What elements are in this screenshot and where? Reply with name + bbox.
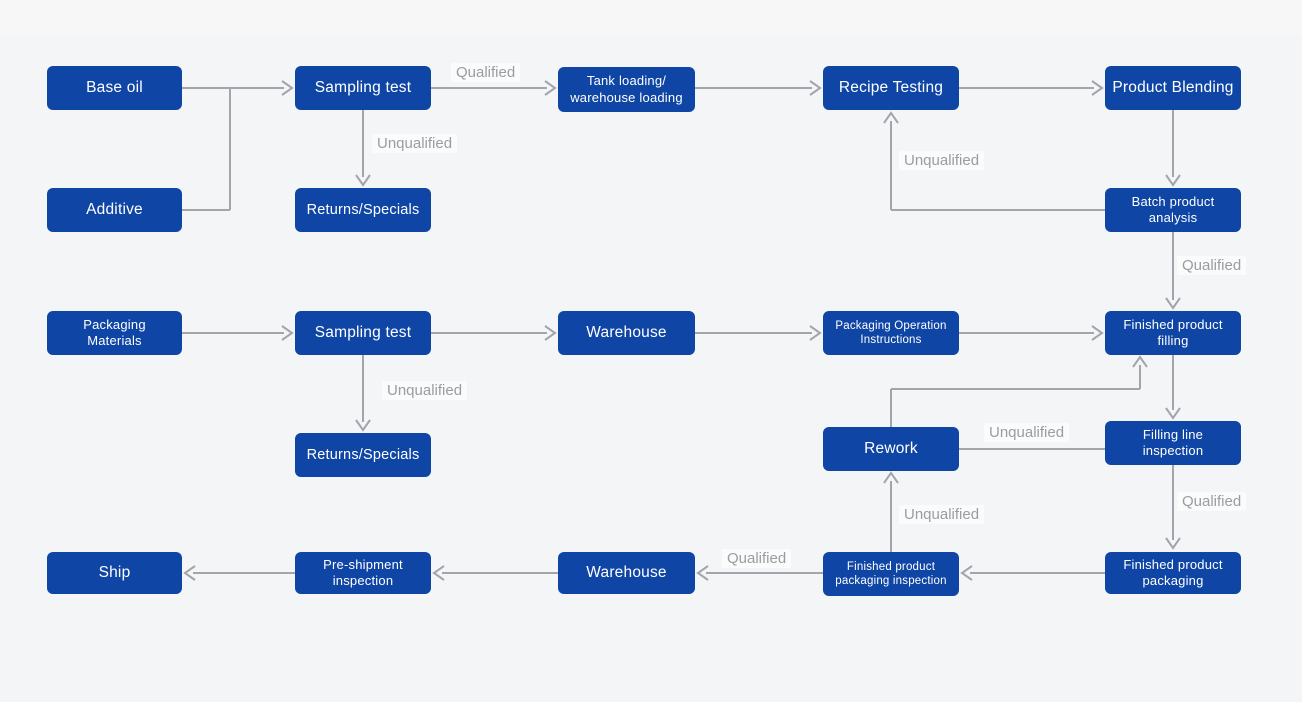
node-finished-product-filling-label: Finished product filling: [1123, 316, 1223, 348]
edge-recipe-to-blending: [959, 80, 1104, 96]
node-ship: Ship: [47, 552, 182, 594]
edge-label-unqualified-sampling1: Unqualified: [372, 134, 458, 153]
node-sampling-test-2-label: Sampling test: [314, 324, 412, 342]
edge-label-unqualified-packaging: Unqualified: [899, 505, 985, 524]
edge-tank-to-recipe: [695, 80, 822, 96]
node-warehouse-2: Warehouse: [558, 552, 695, 594]
edge-filling-to-inspection: [1165, 355, 1181, 420]
node-finished-product-packaging-inspection-label: Finished product packaging inspection: [835, 560, 947, 587]
node-batch-product-analysis-label: Batch product analysis: [1131, 193, 1215, 225]
edge-inspection-to-packaging: [1165, 465, 1181, 550]
edge-batch-to-recipe: [883, 111, 1105, 211]
node-recipe-testing: Recipe Testing: [823, 66, 959, 110]
node-finished-product-filling: Finished product filling: [1105, 311, 1241, 355]
node-batch-product-analysis: Batch product analysis: [1105, 188, 1241, 232]
node-returns-specials-2: Returns/Specials: [295, 433, 431, 477]
edge-label-qualified-packaging: Qualified: [722, 549, 792, 568]
node-product-blending: Product Blending: [1105, 66, 1241, 110]
node-rework-label: Rework: [864, 440, 918, 458]
node-warehouse-2-label: Warehouse: [586, 564, 667, 582]
edge-label-unqualified-sampling2: Unqualified: [382, 381, 468, 400]
edge-batch-to-filling: [1165, 232, 1181, 310]
edge-warehouse-to-instructions: [695, 325, 822, 341]
node-pre-shipment-inspection: Pre-shipment inspection: [295, 552, 431, 594]
edge-label-qualified-batch: Qualified: [1177, 256, 1247, 275]
edge-warehouse2-to-preshipment: [432, 565, 558, 581]
edge-label-qualified-sampling: Qualified: [451, 63, 521, 82]
node-sampling-test-1-label: Sampling test: [314, 79, 412, 97]
node-ship-label: Ship: [98, 564, 131, 582]
node-product-blending-label: Product Blending: [1112, 79, 1234, 97]
edge-sampling2-to-returns: [355, 355, 371, 432]
node-rework: Rework: [823, 427, 959, 471]
node-finished-product-packaging-label: Finished product packaging: [1123, 556, 1223, 588]
edge-packaging-to-pkginspection: [960, 565, 1105, 581]
top-band: [0, 0, 1302, 36]
node-finished-product-packaging-inspection: Finished product packaging inspection: [823, 552, 959, 596]
edge-label-qualified-filling-line: Qualified: [1177, 492, 1247, 511]
edge-preshipment-to-ship: [183, 565, 295, 581]
node-sampling-test-2: Sampling test: [295, 311, 431, 355]
node-tank-loading: Tank loading/ warehouse loading: [558, 67, 695, 112]
node-sampling-test-1: Sampling test: [295, 66, 431, 110]
node-returns-specials-1-label: Returns/Specials: [306, 201, 420, 218]
node-base-oil-label: Base oil: [86, 79, 143, 97]
node-filling-line-inspection: Filling line inspection: [1105, 421, 1241, 465]
edge-sampling1-to-returns: [355, 110, 371, 187]
node-returns-specials-2-label: Returns/Specials: [306, 446, 420, 463]
node-additive: Additive: [47, 188, 182, 232]
edge-label-unqualified-filling-line: Unqualified: [984, 423, 1070, 442]
node-tank-loading-label: Tank loading/ warehouse loading: [570, 73, 683, 105]
node-pre-shipment-inspection-label: Pre-shipment inspection: [323, 556, 403, 588]
edge-label-unqualified-recipe: Unqualified: [899, 151, 985, 170]
node-returns-specials-1: Returns/Specials: [295, 188, 431, 232]
node-warehouse-1: Warehouse: [558, 311, 695, 355]
node-base-oil: Base oil: [47, 66, 182, 110]
node-finished-product-packaging: Finished product packaging: [1105, 552, 1241, 594]
node-packaging-materials: Packaging Materials: [47, 311, 182, 355]
node-packaging-operation-instructions: Packaging Operation Instructions: [823, 311, 959, 355]
edge-instructions-to-filling: [959, 325, 1104, 341]
edge-pkginspection-to-rework: [883, 471, 899, 552]
edge-base-oil-to-sampling: [182, 80, 294, 211]
node-recipe-testing-label: Recipe Testing: [838, 79, 944, 97]
node-packaging-operation-instructions-label: Packaging Operation Instructions: [835, 319, 947, 346]
node-filling-line-inspection-label: Filling line inspection: [1142, 426, 1204, 458]
node-warehouse-1-label: Warehouse: [586, 324, 667, 342]
edge-sampling1-to-tank: [431, 80, 557, 96]
edge-packaging-to-sampling2: [182, 325, 294, 341]
edge-pkginspection-to-warehouse2: [696, 565, 823, 581]
node-packaging-materials-label: Packaging Materials: [83, 316, 146, 348]
node-additive-label: Additive: [86, 201, 143, 219]
edge-rework-to-filling: [890, 355, 1148, 427]
edge-blending-to-batch: [1165, 110, 1181, 187]
edge-sampling2-to-warehouse: [431, 325, 557, 341]
